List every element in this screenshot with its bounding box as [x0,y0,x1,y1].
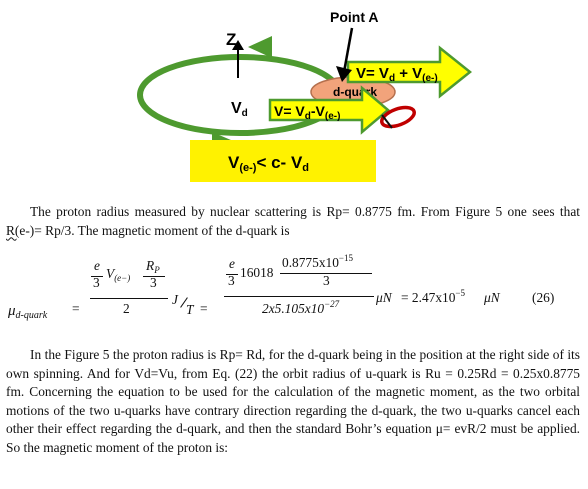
eq-v: V(e−) [106,266,131,283]
eq-two-1: 2 [123,301,130,316]
spin-loop [380,105,416,129]
lower-arrow-text: V= Vd-V(e-) [274,103,340,122]
eq-t: T [186,302,194,317]
orbit-arrow-top-icon [248,36,272,58]
eq-three-1: 3 [93,275,100,290]
upper-velocity-arrow [346,45,473,99]
eq-frac-e3-line-2 [226,274,238,275]
eq-three-3: 3 [228,273,235,288]
eq-three-4: 3 [323,273,330,288]
eq-result: = 2.47x10−5 [401,288,465,305]
eq-number: (26) [532,290,555,305]
z-axis-arrow-icon [232,40,244,50]
eq-frac-r3-line [143,276,165,277]
vd-label: Vd [231,100,248,119]
eq-frac-main-line-1 [90,298,168,299]
eq-equals-2: = [200,301,208,316]
p1-text-a: The proton radius measured by nuclear sc… [30,204,580,219]
upper-arrow-text: V= Vd + V(e-) [356,65,438,84]
eq-j: J [172,292,178,307]
point-a-line [342,27,354,73]
p1-text-wavy: R( [6,222,20,238]
lower-velocity-arrow [268,85,390,135]
eq-num-const: 16018 [240,265,274,280]
eq-inner-line [280,273,372,274]
eq-frac-e3-line-1 [91,276,103,277]
p1-text-b: e-)= Rp/3. The magnetic moment of the d-… [19,222,290,238]
eq-mun-2: μN [484,290,500,305]
velocity-limit-text: V(e-)< c- Vd [228,153,309,174]
eq-den: 2x5.105x10−27 [262,299,340,316]
paragraph-radius: The proton radius measured by nuclear sc… [6,203,580,240]
eq-equals-1: = [72,301,80,316]
eq-r: RP [146,258,160,275]
z-axis-label: Z [226,30,236,49]
eq-mu: μd-quark [8,303,48,321]
velocity-limit-box [190,140,376,182]
eq-three-2: 3 [150,275,157,290]
point-a-label: Point A [330,9,378,25]
eq-e-2: e [229,256,235,271]
figure-5-diagram: Z Vd d-quark V= Vd + V(e-) V= Vd-V(e-) P… [137,9,473,182]
spin-tick [381,114,393,129]
paragraph-proton-moment: In the Figure 5 the proton radius is Rp=… [6,347,580,455]
eq-num-val: 0.8775x10−15 [282,253,353,270]
point-a-arrow-icon [336,66,352,82]
eq-mun-1: μN [376,290,392,305]
equation-26: μd-quark = e 3 V(e−) RP 3 2 J T = e 3 16… [0,253,588,344]
eq-e-1: e [94,258,100,273]
eq-frac-main-line-2 [224,296,374,297]
